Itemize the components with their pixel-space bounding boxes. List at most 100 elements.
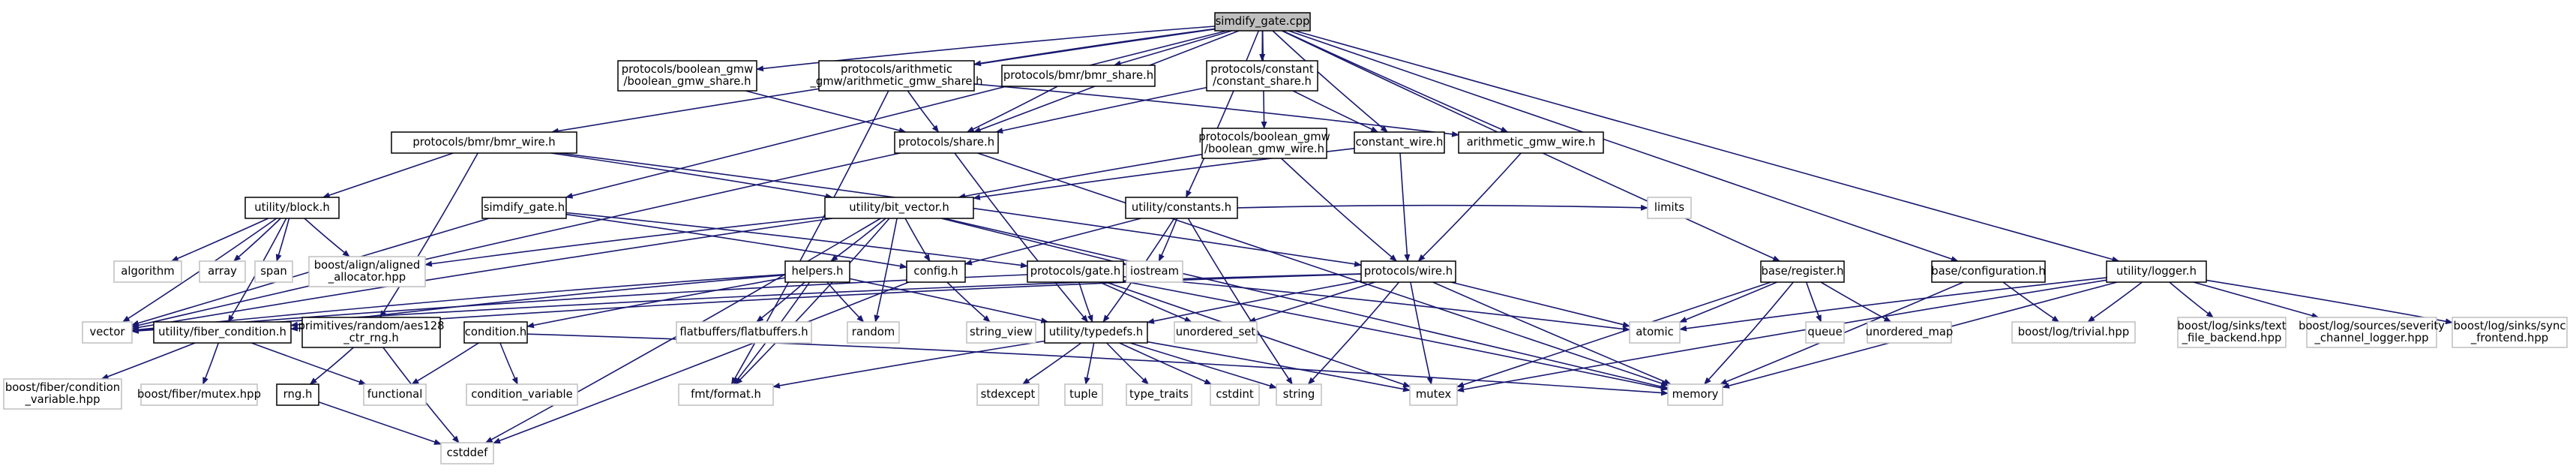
- dependency-nodes: simdify_gate.cpp protocols/boolean_gmw/bo…: [3, 12, 2568, 464]
- edge-bv-to-config: [904, 218, 931, 262]
- edge-gate-to-mutex: [1105, 281, 1411, 388]
- edge-typedefs-to-stdexcept: [1021, 342, 1082, 385]
- node-box: [676, 321, 812, 344]
- node-reg[interactable]: base/register.h: [1760, 260, 1845, 283]
- node-bgw[interactable]: protocols/boolean_gmw/boolean_gmw_wire.h: [1198, 128, 1330, 159]
- edge-fiber-to-bfm: [202, 342, 220, 385]
- node-label: condition.h: [465, 326, 527, 338]
- node-box: [363, 383, 427, 406]
- node-tfb: boost/log/sinks/text_file_backend.hpp: [2177, 317, 2287, 348]
- node-logger[interactable]: utility/logger.h: [2106, 260, 2207, 283]
- edge-typedefs-to-tt: [1106, 342, 1150, 385]
- node-bgs[interactable]: protocols/boolean_gmw/boolean_gmw_share.…: [617, 60, 757, 92]
- node-label: iostream: [1130, 265, 1179, 278]
- node-label: utility/logger.h: [2116, 265, 2197, 278]
- node-label: vector: [90, 326, 126, 338]
- node-cstdint: cstdint: [1210, 383, 1260, 406]
- node-label: string_view: [970, 326, 1033, 338]
- edge-cs-to-cw: [1292, 90, 1379, 133]
- node-label: protocols/bmr/bmr_wire.h: [412, 136, 555, 149]
- node-consts[interactable]: utility/constants.h: [1125, 197, 1238, 219]
- node-box: [678, 383, 774, 406]
- node-label: /boolean_gmw_share.h: [624, 75, 751, 88]
- node-label: mutex: [1416, 388, 1451, 401]
- edge-consts-to-iostream: [1158, 218, 1178, 262]
- edge-typedefs-to-cstdint: [1119, 342, 1213, 385]
- edge-logger-to-tfb: [2169, 281, 2214, 318]
- edge-logger-to-trivial: [2087, 281, 2143, 323]
- node-label: protocols/boolean_gmw: [622, 63, 754, 76]
- node-box: [82, 321, 133, 344]
- node-label: atomic: [1636, 326, 1674, 338]
- node-cs[interactable]: protocols/constant/constant_share.h: [1206, 60, 1318, 92]
- node-sgh[interactable]: simdify_gate.h: [481, 197, 567, 219]
- node-box: [244, 197, 340, 219]
- node-gate[interactable]: protocols/gate.h: [1027, 260, 1124, 283]
- node-label: utility/constants.h: [1132, 201, 1231, 214]
- node-label: simdify_gate.cpp: [1216, 15, 1310, 28]
- node-box: [1125, 197, 1238, 219]
- node-ags[interactable]: protocols/arithmetic_gmw/arithmetic_gmw_…: [809, 60, 983, 92]
- node-aes[interactable]: primitives/random/aes128_ctr_rng.h: [298, 317, 445, 348]
- node-config[interactable]: config.h: [906, 260, 966, 283]
- node-label: config.h: [913, 265, 958, 278]
- node-block[interactable]: utility/block.h: [244, 197, 340, 219]
- node-label: unordered_map: [1866, 326, 1954, 338]
- node-random: random: [847, 321, 900, 344]
- node-label: functional: [367, 388, 423, 401]
- node-bmrw[interactable]: protocols/bmr/bmr_wire.h: [391, 131, 577, 154]
- node-bv[interactable]: utility/bit_vector.h: [824, 197, 974, 219]
- edge-reg-to-atomic: [1679, 281, 1777, 323]
- edge-bmrs-to-share: [966, 86, 1058, 133]
- node-label: array: [208, 265, 237, 278]
- edge-aes-to-rngh: [309, 347, 354, 385]
- node-helpers[interactable]: helpers.h: [784, 260, 850, 283]
- node-bfm: boost/fiber/mutex.hpp: [137, 383, 261, 406]
- node-bconf[interactable]: base/configuration.h: [1931, 260, 2046, 283]
- node-label: utility/block.h: [254, 201, 329, 214]
- edge-helpers-to-cond: [526, 277, 786, 329]
- node-wire[interactable]: protocols/wire.h: [1360, 260, 1456, 283]
- edge-ags-to-agw: [973, 83, 1459, 137]
- node-rngh[interactable]: rng.h: [276, 383, 319, 406]
- node-typedefs[interactable]: utility/typedefs.h: [1044, 321, 1148, 344]
- node-box: [818, 60, 975, 92]
- node-bmrs[interactable]: protocols/bmr/bmr_share.h: [1001, 65, 1156, 87]
- edge-logger-to-scl: [2193, 281, 2320, 319]
- node-box: [1647, 197, 1692, 219]
- node-box: [2452, 317, 2568, 348]
- node-box: [906, 260, 966, 283]
- node-agw[interactable]: arithmetic_gmw_wire.h: [1458, 131, 1604, 154]
- node-label: _allocator.hpp: [328, 271, 406, 284]
- node-root[interactable]: simdify_gate.cpp: [1214, 12, 1311, 32]
- edge-bmrw-to-block: [322, 152, 454, 198]
- node-sv: string_view: [966, 321, 1036, 344]
- node-label: protocols/share.h: [898, 136, 994, 149]
- node-box: [1126, 383, 1192, 406]
- edge-bgs-to-share: [745, 90, 907, 134]
- edge-root-to-logger: [1294, 30, 2120, 263]
- edge-gate-to-typedefs: [1078, 281, 1093, 323]
- node-box: [1667, 383, 1723, 406]
- node-fiber[interactable]: utility/fiber_condition.h: [153, 321, 292, 344]
- node-share[interactable]: protocols/share.h: [894, 131, 999, 154]
- edge-bv-to-vector: [131, 218, 833, 331]
- edge-bmrw-to-bv: [550, 152, 833, 200]
- node-box: [1354, 131, 1445, 154]
- node-cond[interactable]: condition.h: [463, 321, 528, 344]
- edge-gate-to-vector: [131, 274, 1028, 334]
- node-tt: type_traits: [1126, 383, 1192, 406]
- edge-wire-to-string: [1307, 281, 1400, 385]
- node-label: utility/fiber_condition.h: [158, 326, 286, 338]
- edge-fiber-to-bfcv: [100, 342, 196, 380]
- node-label: memory: [1672, 388, 1719, 401]
- node-label: /constant_share.h: [1213, 75, 1312, 88]
- node-box: [1027, 260, 1124, 283]
- node-label: primitives/random/aes128: [298, 320, 444, 332]
- edge-rngh-to-cstddef: [318, 401, 442, 445]
- edge-gate-to-uset: [1099, 281, 1192, 323]
- node-cw[interactable]: constant_wire.h: [1354, 131, 1445, 154]
- node-label: boost/log/sources/severity: [2299, 320, 2445, 332]
- node-array: array: [199, 260, 246, 283]
- node-label: _ctr_rng.h: [343, 332, 399, 344]
